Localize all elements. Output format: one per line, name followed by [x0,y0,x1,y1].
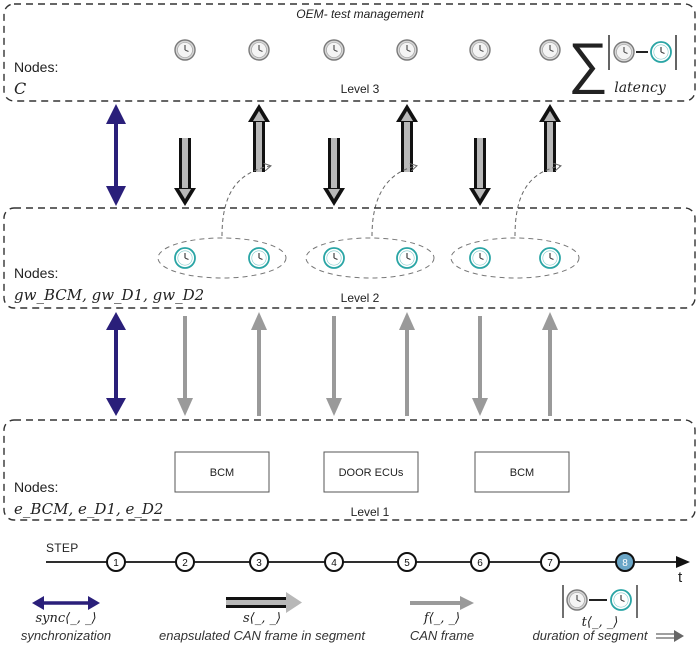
legend-sync: sync⟨_, _⟩ synchronization [21,596,111,643]
svg-text:BCM: BCM [210,467,234,479]
level-1-label: Level 1 [351,505,390,519]
sync-arrow-top [106,104,126,206]
legend-can-frame: f⟨_, _⟩ CAN frame [410,596,474,643]
svg-text:t⟨_, _⟩: t⟨_, _⟩ [582,615,619,630]
clock-teal-icon [469,247,491,269]
svg-text:s⟨_, _⟩: s⟨_, _⟩ [243,611,281,626]
time-axis-label: t [678,569,683,586]
clock-icon [613,41,635,63]
clock-icon [469,39,491,61]
svg-text:enapsulated CAN frame in segme: enapsulated CAN frame in segment [159,628,366,643]
step-number: 3 [256,558,262,569]
ecu-box: BCM [174,451,270,493]
clock-teal-icon [396,247,418,269]
clock-teal-icon [650,41,672,63]
segment-arrow-down [323,138,345,206]
level-2-panel: Nodes: gw_BCM, gw_D1, gw_D2 Level 2 [3,207,696,309]
clock-icon [539,39,561,61]
clock-icon [248,39,270,61]
gateway-groups [157,237,580,279]
step-marker: 4 [324,552,344,572]
svg-text:synchronization: synchronization [21,628,111,643]
ecu-box: BCM [474,451,570,493]
clock-teal-icon [248,247,270,269]
timeline: Step t 1 2 3 4 5 6 7 8 [46,541,690,586]
level-2-nodes-value: gw_BCM, gw_D1, gw_D2 [14,286,204,304]
step-number: 1 [113,558,119,569]
level-3-clocks [174,39,561,61]
clock-teal-icon [323,247,345,269]
svg-text:sync⟨_, _⟩: sync⟨_, _⟩ [35,611,96,626]
step-marker: 7 [540,552,560,572]
step-number: 2 [182,558,188,569]
step-number: 6 [477,558,483,569]
segment-arrow-up [539,104,561,172]
double-arrow-icon [656,630,684,642]
oem-title: OEM- test management [296,7,424,21]
segment-arrow-down [174,138,196,206]
step-marker: 3 [249,552,269,572]
svg-text:f⟨_, _⟩: f⟨_, _⟩ [423,611,460,626]
step-marker: 1 [106,552,126,572]
segment-arrow-up [396,104,418,172]
dashed-connectors [221,166,560,237]
clock-icon [174,39,196,61]
level-3-label: Level 3 [341,82,380,96]
step-marker: 5 [397,552,417,572]
level-1-nodes-value: e_BCM, e_D1, e_D2 [14,500,163,518]
level-2-nodes-label: Nodes: [14,265,58,281]
step-marker: 8 [615,552,635,572]
level-1-nodes-label: Nodes: [14,479,58,495]
level-3-panel: OEM- test management Nodes: C Level 3 [3,3,696,102]
clock-icon [323,39,345,61]
svg-text:CAN frame: CAN frame [410,628,474,643]
segment-arrow-up [248,104,270,172]
step-label: Step [46,541,79,555]
clock-teal-icon [610,589,632,611]
sigma-icon: ∑ [568,31,608,94]
step-number: 5 [404,558,410,569]
level-2-label: Level 2 [341,291,380,305]
clock-teal-icon [174,247,196,269]
ecu-box: DOOR ECUs [323,451,419,493]
sync-arrow-bottom [106,312,126,416]
legend-duration: t⟨_, _⟩ duration of segment [533,585,684,643]
svg-text:duration of segment: duration of segment [533,628,649,643]
latency-label: latency [614,80,667,96]
legend-segment: s⟨_, _⟩ enapsulated CAN frame in segment [159,592,366,643]
svg-text:DOOR ECUs: DOOR ECUs [339,467,404,479]
svg-text:BCM: BCM [510,467,534,479]
can-frame-arrows [177,312,558,416]
latency-summary: ∑ latency [568,31,677,96]
step-marker: 2 [175,552,195,572]
legend: sync⟨_, _⟩ synchronization s⟨_, _⟩ enaps… [21,585,684,643]
step-number: 8 [622,558,628,569]
level-3-nodes-value: C [14,79,26,98]
segment-arrow-down [469,138,491,206]
step-marker: 6 [470,552,490,572]
level-3-nodes-label: Nodes: [14,59,58,75]
clock-teal-icon [539,247,561,269]
level-1-panel: Nodes: e_BCM, e_D1, e_D2 Level 1 [3,419,696,521]
step-number: 7 [547,558,553,569]
clock-icon [566,589,588,611]
clock-icon [396,39,418,61]
step-number: 4 [331,558,337,569]
